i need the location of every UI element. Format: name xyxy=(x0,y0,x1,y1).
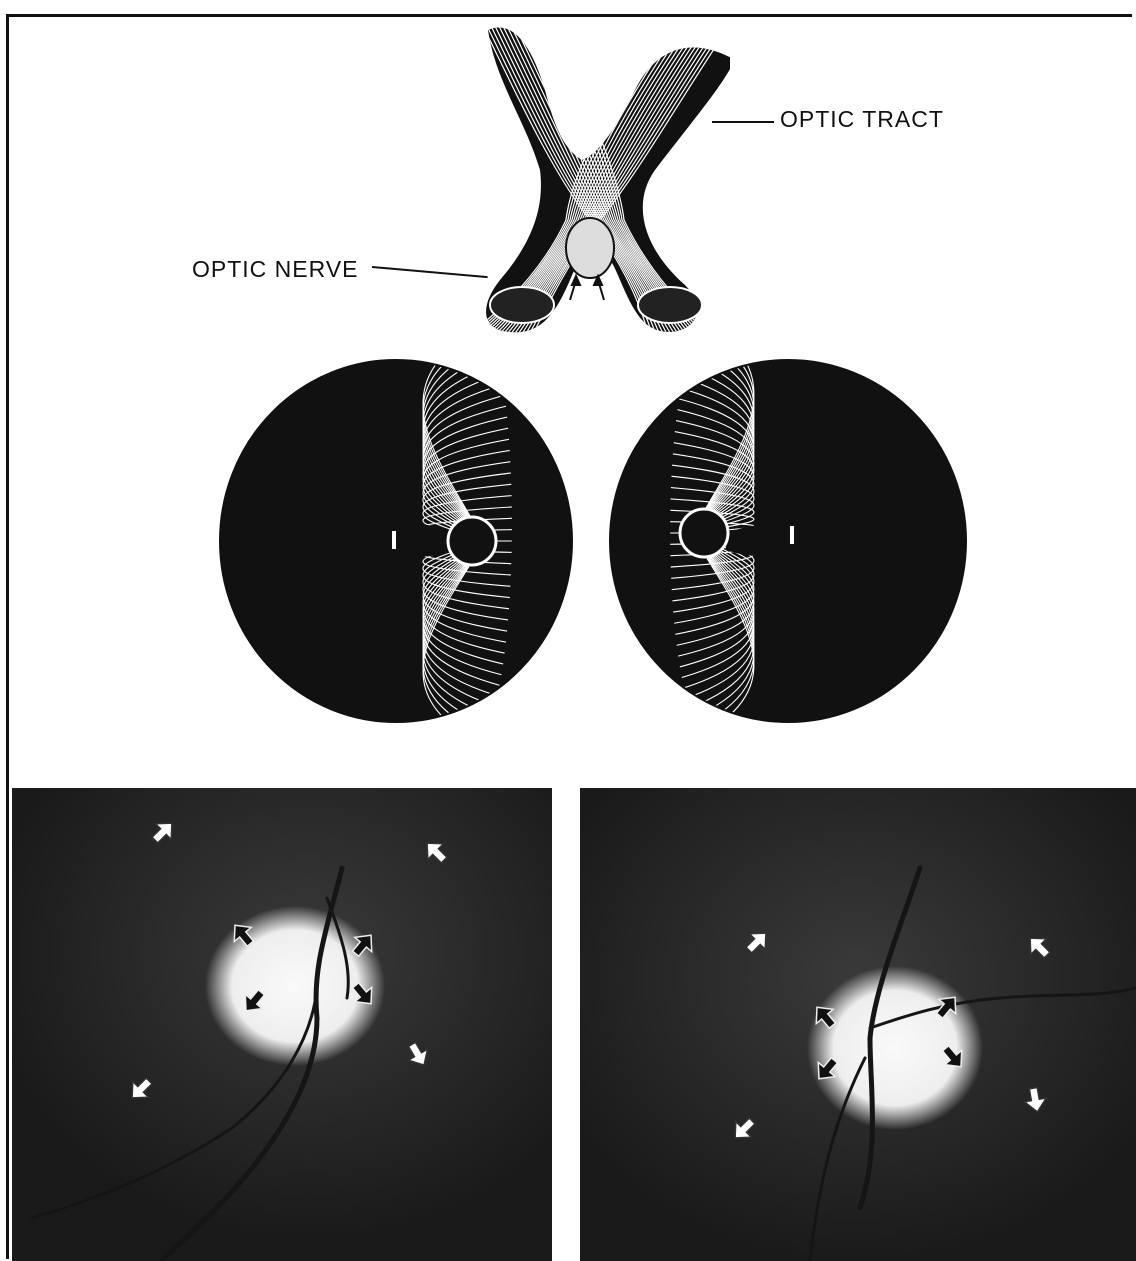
optic-chiasm-diagram xyxy=(470,20,730,340)
left-eye-fiber-disc xyxy=(218,358,574,724)
left-fundus-image xyxy=(12,788,552,1261)
left-fundus-photo xyxy=(12,788,552,1261)
right-fundus-image xyxy=(580,788,1136,1261)
optic-tract-leader xyxy=(712,121,774,123)
optic-tract-label: OPTIC TRACT xyxy=(780,106,944,133)
right-eye-fiber-disc xyxy=(608,358,968,724)
optic-nerve-label: OPTIC NERVE xyxy=(192,256,359,283)
right-fundus-photo xyxy=(580,788,1136,1261)
